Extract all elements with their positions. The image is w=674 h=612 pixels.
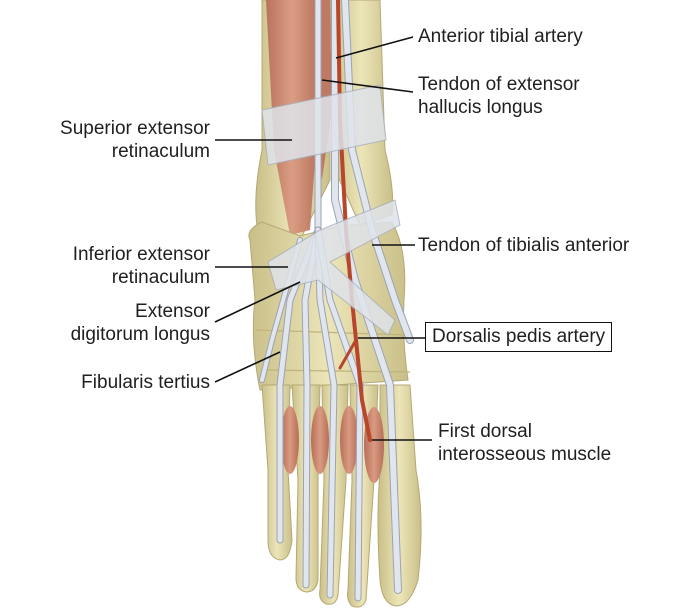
label-line: Extensor [135,301,210,322]
leader-anterior-tibial-artery [335,36,414,59]
label-line: hallucis longus [418,97,543,118]
label-fibularis-tertius: Fibularis tertius [81,371,210,394]
label-line: Fibularis tertius [81,372,210,393]
label-inferior-extensor-retinaculum: Inferior extensor retinaculum [73,243,210,289]
leader-lines [214,36,432,441]
label-dorsalis-pedis-artery: Dorsalis pedis artery [425,322,613,352]
label-extensor-digitorum-longus: Extensor digitorum longus [71,300,210,346]
label-line: retinaculum [111,141,210,162]
label-line: interosseous muscle [438,444,612,465]
label-line: Dorsalis pedis artery [432,326,606,347]
label-first-dorsal-interosseous-muscle: First dorsal interosseous muscle [438,420,611,466]
label-tendon-tibialis-anterior: Tendon of tibialis anterior [418,234,629,257]
label-line: First dorsal [438,421,532,442]
leader-fibularis-tertius [214,351,281,383]
leader-tendon-ehl [321,79,414,93]
label-line: Superior extensor [60,118,210,139]
leader-extensor-digitorum [214,281,301,323]
label-tendon-extensor-hallucis-longus: Tendon of extensor hallucis longus [418,73,580,119]
label-line: digitorum longus [70,324,210,345]
label-anterior-tibial-artery: Anterior tibial artery [418,25,583,48]
label-line: Inferior extensor [72,244,210,265]
label-line: Anterior tibial artery [418,26,583,47]
interosseous-muscles [281,406,384,483]
label-line: retinaculum [111,267,210,288]
label-line: Tendon of tibialis anterior [418,235,630,256]
label-superior-extensor-retinaculum: Superior extensor retinaculum [60,117,210,163]
retinacula [261,84,401,336]
label-line: Tendon of extensor [418,74,580,95]
